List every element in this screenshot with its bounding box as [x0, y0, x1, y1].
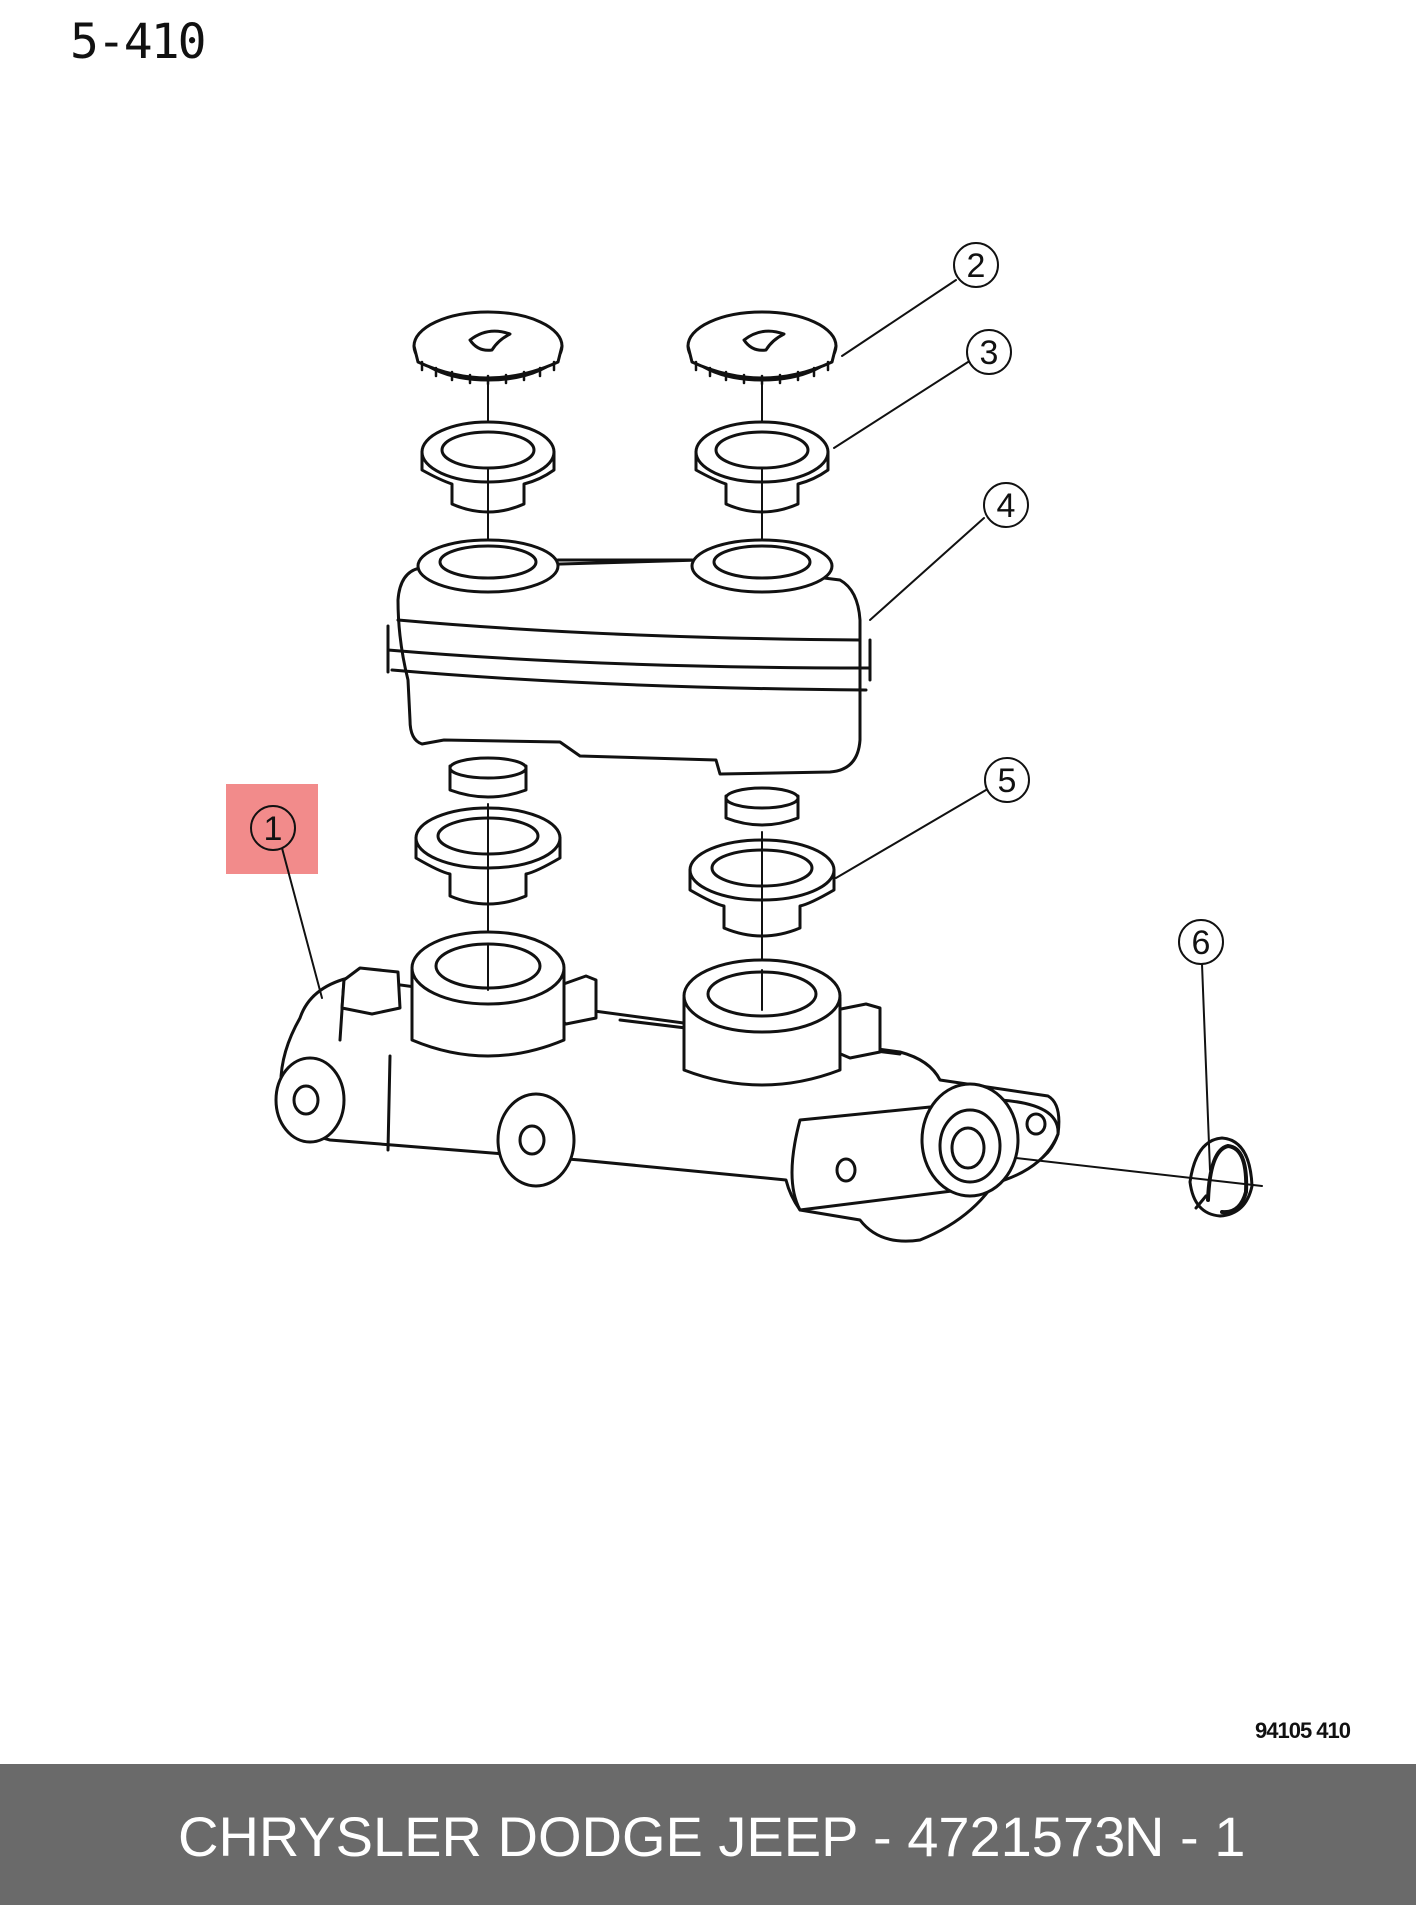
- callout-3: 3: [833, 329, 1012, 449]
- callout-2-label: 2: [967, 247, 986, 285]
- part-number-text: CHRYSLER DODGE JEEP - 4721573: [178, 1805, 1126, 1868]
- callout-4-label: 4: [997, 487, 1016, 525]
- snap-ring[interactable]: [1188, 1136, 1254, 1218]
- page-number: 5-410: [70, 14, 206, 70]
- callout-2: 2: [841, 242, 999, 357]
- reservoir-grommet-right[interactable]: [688, 831, 836, 1011]
- reservoir-outlet-right: [724, 786, 800, 827]
- master-cylinder-exploded-diagram: 1 2 3 4 5 6: [226, 242, 1263, 1243]
- callout-1-label: 1: [264, 810, 283, 848]
- reservoir-outlet-left: [448, 756, 528, 799]
- callout-6-label: 6: [1192, 924, 1211, 962]
- reservoir-cap-left[interactable]: [412, 310, 564, 386]
- cap-diaphragm-right[interactable]: [694, 420, 830, 541]
- master-cylinder-body[interactable]: [274, 930, 1061, 1243]
- callout-6: 6: [1178, 919, 1224, 1171]
- reservoir[interactable]: [386, 538, 872, 776]
- callout-1: 1: [250, 805, 323, 999]
- figure-code: 94105 410: [1255, 1718, 1351, 1743]
- cap-diaphragm-left[interactable]: [420, 420, 556, 541]
- callout-5-label: 5: [998, 762, 1017, 800]
- callout-5: 5: [835, 757, 1030, 879]
- callout-3-label: 3: [980, 334, 999, 372]
- reservoir-cap-right[interactable]: [686, 310, 838, 386]
- callout-4: 4: [869, 482, 1029, 621]
- quantity-text: N - 1: [1124, 1805, 1246, 1868]
- part-footer-bar: CHRYSLER DODGE JEEP - 4721573 N - 1: [0, 1764, 1416, 1905]
